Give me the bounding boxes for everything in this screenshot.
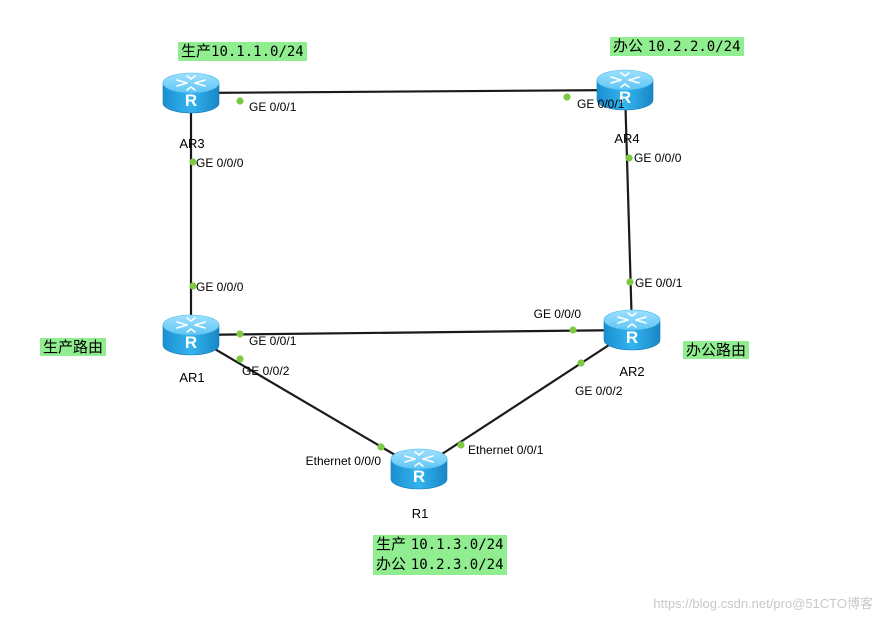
r1-production-network: 生产 10.1.3.0/24 bbox=[376, 535, 504, 555]
router-top bbox=[390, 448, 448, 470]
ar3-network-name: 生产 bbox=[181, 42, 212, 60]
router-ar3[interactable]: R bbox=[162, 72, 220, 114]
port-label-ar1: GE 0/0/2 bbox=[242, 364, 290, 378]
r1-networks-label: 生产 10.1.3.0/24 办公 10.2.3.0/24 bbox=[373, 535, 507, 575]
production-route-label: 生产路由 bbox=[40, 338, 107, 356]
watermark: https://blog.csdn.net/pro@51CTO博客 bbox=[653, 596, 873, 611]
router-top bbox=[162, 314, 220, 336]
port-dot[interactable] bbox=[236, 97, 244, 105]
port-dot[interactable] bbox=[236, 355, 244, 363]
router-name-ar1: AR1 bbox=[179, 370, 204, 385]
router-top bbox=[596, 69, 654, 91]
router-ar1[interactable]: R bbox=[162, 314, 220, 356]
router-arrows-icon bbox=[617, 312, 647, 328]
port-dot[interactable] bbox=[189, 158, 197, 166]
router-letter: R bbox=[185, 333, 197, 352]
ar4-network-name: 办公 bbox=[613, 37, 644, 55]
r1-production-subnet: 10.1.3.0/24 bbox=[410, 537, 504, 553]
router-top bbox=[603, 309, 661, 331]
port-dot[interactable] bbox=[377, 443, 385, 451]
port-label-ar4: GE 0/0/0 bbox=[634, 151, 682, 165]
port-dot[interactable] bbox=[569, 326, 577, 334]
port-label-ar3: GE 0/0/1 bbox=[249, 100, 297, 114]
router-letter: R bbox=[413, 467, 425, 486]
ar4-network-label: 办公 10.2.2.0/24 bbox=[610, 37, 744, 56]
port-label-ar4: GE 0/0/1 bbox=[577, 97, 625, 111]
r1-office-network: 办公 10.2.3.0/24 bbox=[376, 555, 504, 575]
links-layer bbox=[189, 88, 634, 470]
router-arrows-icon bbox=[176, 75, 206, 91]
office-route-text: 办公路由 bbox=[686, 341, 747, 359]
port-label-ar2: GE 0/0/1 bbox=[635, 276, 683, 290]
link-ar3-ar4 bbox=[190, 88, 626, 95]
port-dot[interactable] bbox=[236, 330, 244, 338]
r1-office-name: 办公 bbox=[376, 555, 407, 573]
router-arrows-icon bbox=[176, 317, 206, 333]
router-ar2[interactable]: R bbox=[603, 309, 661, 351]
link-ar1-r1 bbox=[190, 334, 420, 470]
production-route-text: 生产路由 bbox=[43, 338, 104, 356]
r1-office-subnet: 10.2.3.0/24 bbox=[410, 557, 504, 573]
port-dot[interactable] bbox=[577, 359, 585, 367]
router-name-ar2: AR2 bbox=[619, 364, 644, 379]
port-label-r1: Ethernet 0/0/1 bbox=[468, 443, 544, 457]
port-dot[interactable] bbox=[457, 441, 465, 449]
router-r1[interactable]: R bbox=[390, 448, 448, 490]
router-ar4[interactable]: R bbox=[596, 69, 654, 111]
port-label-ar2: GE 0/0/0 bbox=[534, 307, 582, 321]
ar4-network-subnet: 10.2.2.0/24 bbox=[647, 39, 741, 55]
port-label-r1: Ethernet 0/0/0 bbox=[306, 454, 382, 468]
link-ar1-ar2 bbox=[190, 328, 633, 337]
port-dot[interactable] bbox=[563, 93, 571, 101]
port-label-ar1: GE 0/0/1 bbox=[249, 334, 297, 348]
ar3-network-subnet: 10.1.1.0/24 bbox=[211, 44, 304, 60]
ar3-network-label: 生产10.1.1.0/24 bbox=[178, 42, 307, 61]
port-dot[interactable] bbox=[189, 282, 197, 290]
office-route-label: 办公路由 bbox=[683, 341, 750, 359]
port-label-ar3: GE 0/0/0 bbox=[196, 156, 244, 170]
port-dot[interactable] bbox=[626, 278, 634, 286]
r1-production-name: 生产 bbox=[376, 535, 407, 553]
port-label-ar1: GE 0/0/0 bbox=[196, 280, 244, 294]
router-letter: R bbox=[619, 88, 631, 107]
router-name-r1: R1 bbox=[412, 506, 429, 521]
router-top bbox=[162, 72, 220, 94]
ports-layer: GE 0/0/1 GE 0/0/1 GE 0/0/0 GE 0/0/0 GE 0/0/0… bbox=[189, 93, 683, 468]
port-label-ar2: GE 0/0/2 bbox=[575, 384, 623, 398]
router-name-ar4: AR4 bbox=[614, 131, 639, 146]
router-arrows-icon bbox=[610, 72, 640, 88]
port-dot[interactable] bbox=[625, 154, 633, 162]
router-arrows-icon bbox=[404, 451, 434, 467]
router-letter: R bbox=[185, 91, 197, 110]
link-ar2-r1 bbox=[418, 329, 633, 470]
link-ar4-ar2 bbox=[623, 89, 634, 331]
router-name-ar3: AR3 bbox=[179, 136, 204, 151]
router-letter: R bbox=[626, 328, 638, 347]
